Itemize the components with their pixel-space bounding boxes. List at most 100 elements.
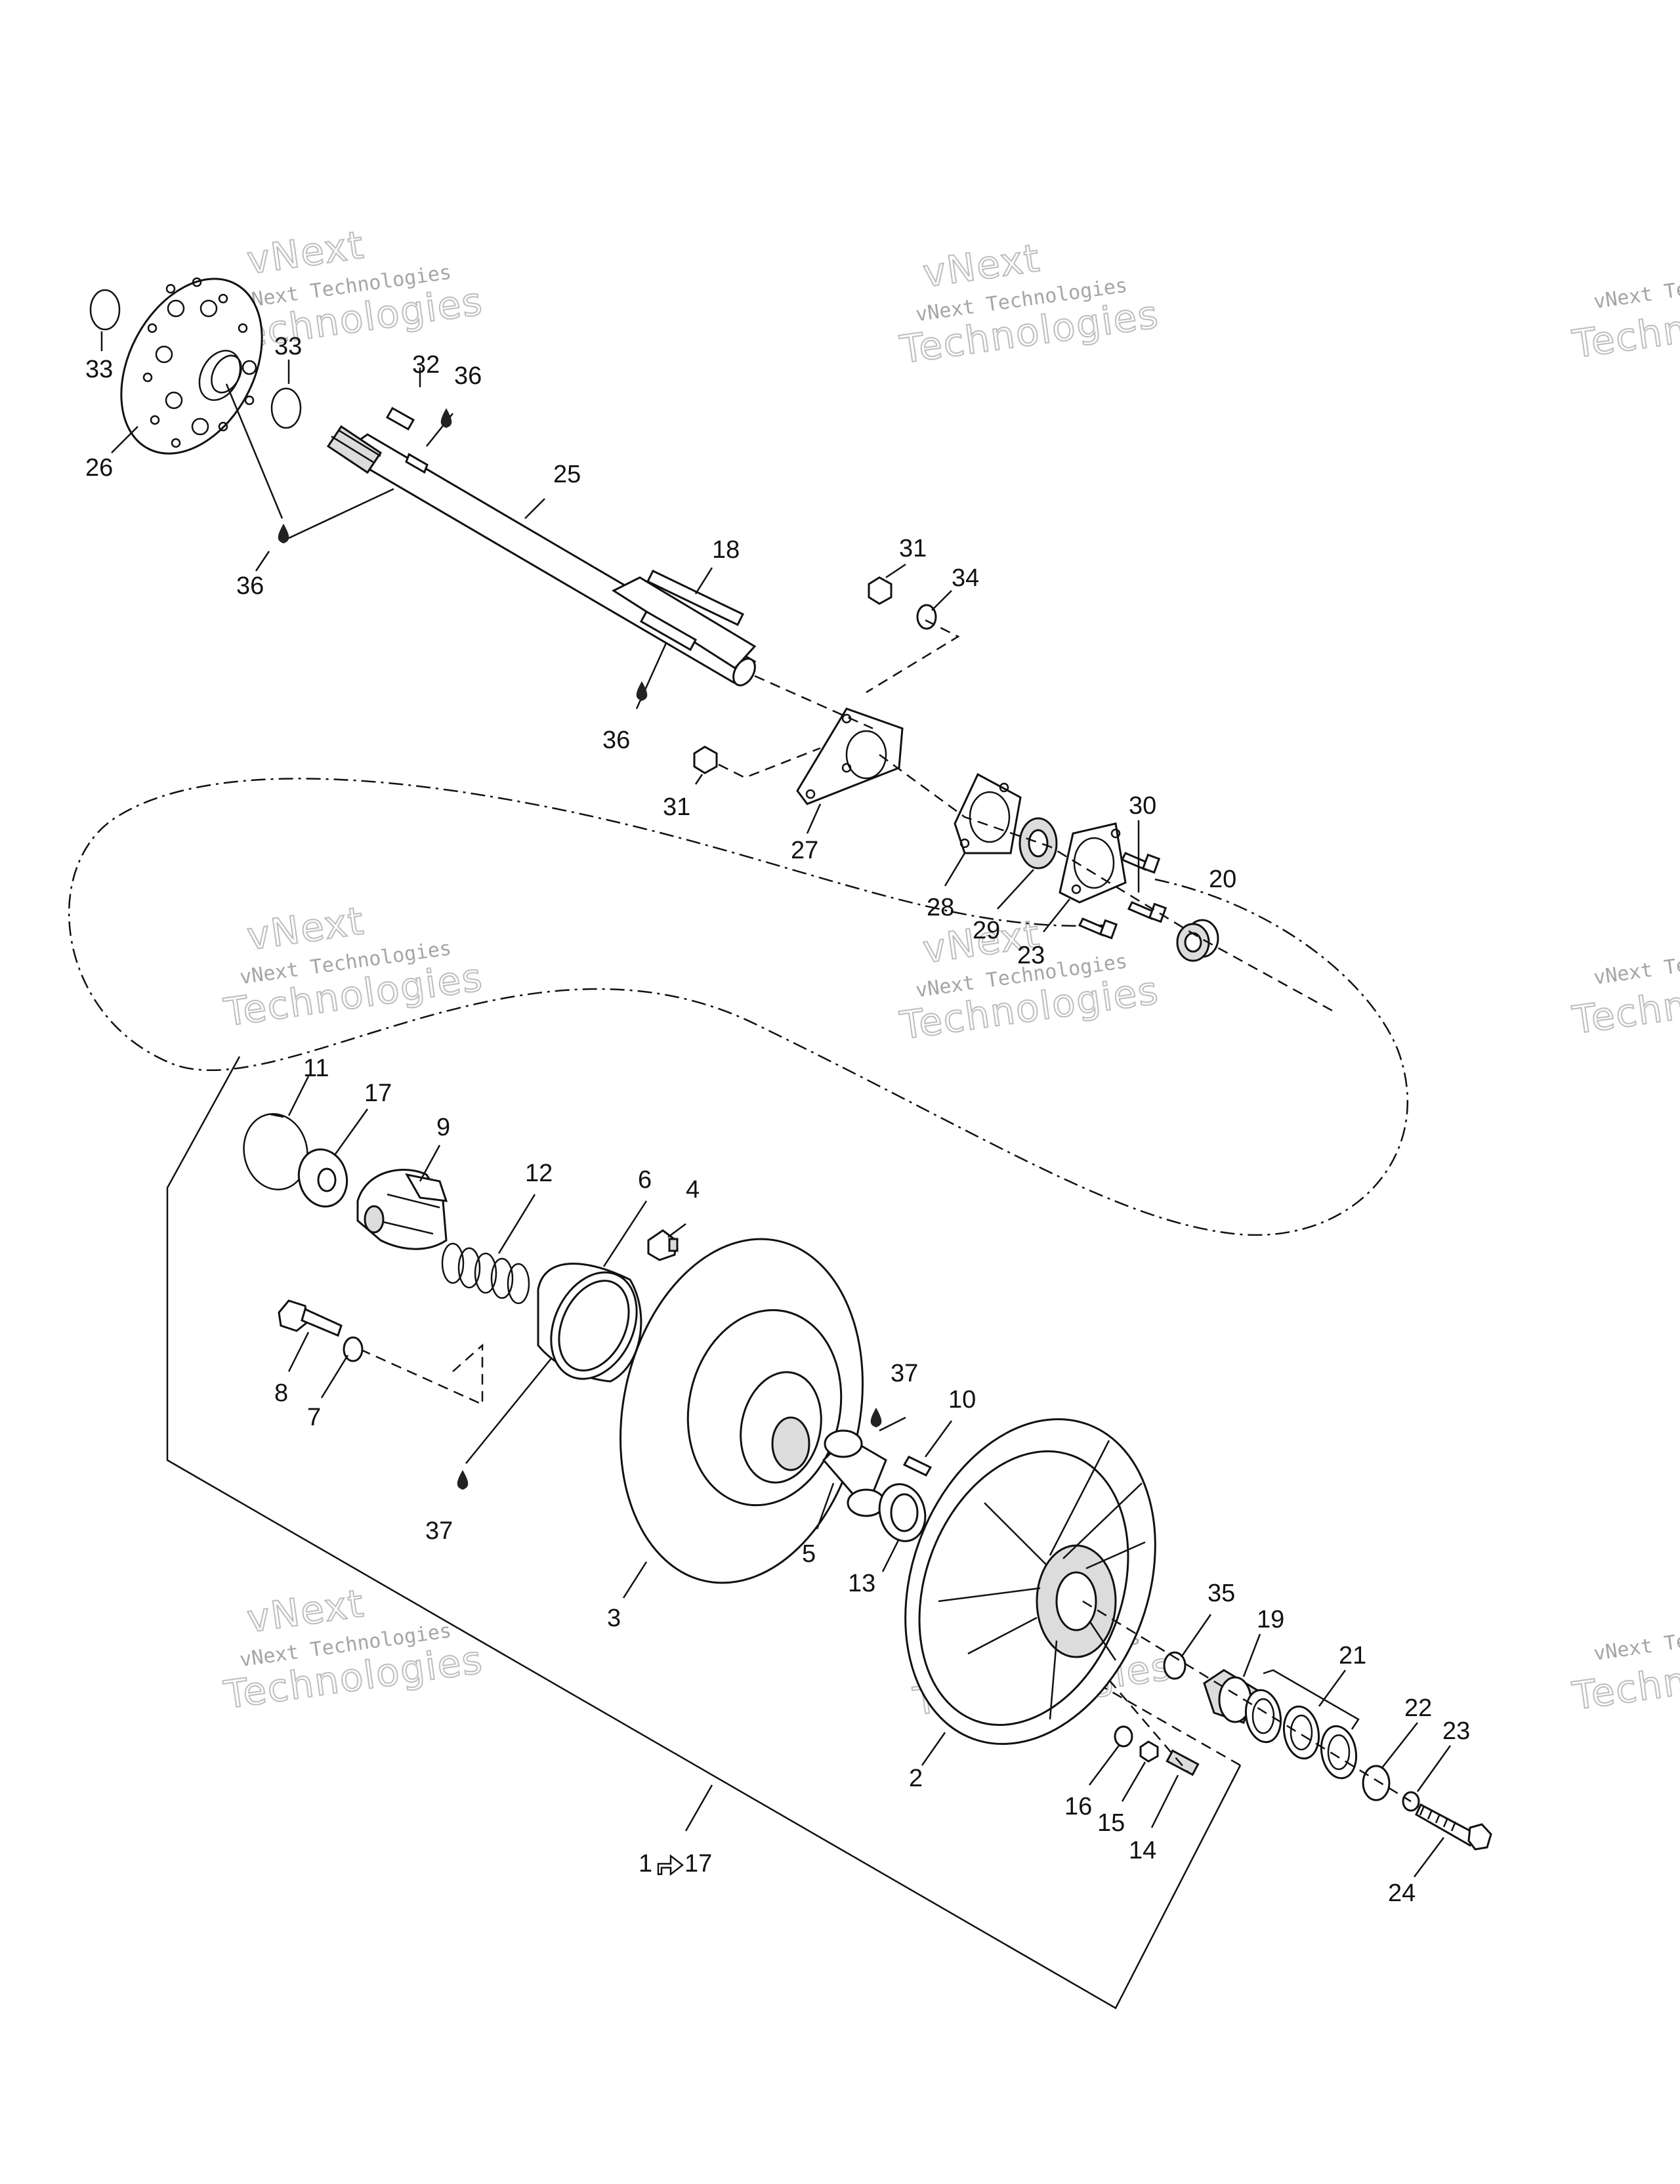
part-label-25: 25 [553, 461, 581, 488]
key-long [646, 570, 745, 626]
part-label-16: 16 [1064, 1793, 1092, 1820]
part-label-2: 2 [909, 1765, 923, 1792]
part-label-24: 24 [1388, 1880, 1416, 1907]
lubricant-drop-icon [278, 524, 289, 543]
part-label-26: 26 [85, 454, 113, 482]
watermark-technologies-partial: Techn [1570, 306, 1680, 367]
brake-disc [120, 277, 263, 455]
bearing-plate [796, 707, 904, 805]
part-label-37: 37 [891, 1360, 918, 1387]
part-label-20: 20 [1209, 866, 1236, 893]
part-label-17: 17 [364, 1080, 392, 1107]
lubricant-drop-icon [636, 681, 648, 701]
nut-lower [693, 746, 718, 774]
set-nut [1139, 1740, 1159, 1763]
lubricant-drop-icon [440, 408, 452, 428]
retaining-bolt [1415, 1803, 1492, 1851]
shim-bracket [1263, 1669, 1360, 1730]
part-label-11: 11 [303, 1055, 329, 1082]
watermark-technologies-partial: Techn [1570, 982, 1680, 1043]
shim-washers [1244, 1689, 1358, 1780]
ball-bearing [1018, 817, 1058, 870]
watermark-vnext: vNext [920, 236, 1043, 296]
part-label-7: 7 [307, 1404, 321, 1431]
lubricant-drop-icon [457, 1470, 469, 1490]
key-pin [902, 1456, 933, 1477]
part-label-29: 29 [973, 917, 1000, 944]
o-ring-right [270, 387, 302, 429]
circlip [243, 1113, 308, 1190]
part-label-21: 21 [1339, 1642, 1366, 1670]
watermark-text-partial: vNext Te [1592, 278, 1680, 314]
hand-arrow-icon [657, 1854, 684, 1876]
assembly-guide-lower [350, 1343, 1241, 1767]
part-label-30: 30 [1129, 792, 1156, 820]
part-label-27: 27 [791, 837, 818, 864]
drive-belt-outline [68, 778, 1409, 1236]
part-label-22: 22 [1404, 1694, 1432, 1722]
spring-cover [537, 1263, 642, 1383]
fixed-sheave [904, 1418, 1156, 1745]
part-label-3: 3 [607, 1605, 621, 1632]
assembly-guide-right [1082, 1600, 1412, 1803]
end-washer [1362, 1765, 1391, 1801]
spacer-washer [1163, 1651, 1186, 1680]
part-label-15: 15 [1097, 1809, 1125, 1837]
part-label-10: 10 [948, 1386, 976, 1414]
part-label-12: 12 [525, 1160, 553, 1187]
part-label-4: 4 [686, 1176, 700, 1204]
part-label-33: 33 [85, 356, 113, 383]
set-washer [1114, 1725, 1133, 1748]
flat-washer [878, 1483, 927, 1542]
thrust-washer [297, 1148, 348, 1208]
bushing [1176, 919, 1219, 962]
set-screw [1166, 1749, 1200, 1776]
lock-washer [343, 1336, 364, 1362]
part-label-36: 36 [602, 726, 630, 754]
part-labels: 33 33 26 36 32 36 25 18 31 34 36 31 27 3… [85, 333, 1470, 1907]
leader-lines-upper [100, 331, 1070, 933]
part-label-37: 37 [425, 1517, 453, 1545]
watermark-text-partial: vNext Te [1592, 954, 1680, 990]
part-label-28: 28 [927, 894, 954, 921]
watermark-text-partial: vNext Te [1592, 1629, 1680, 1666]
leader-lines-lower [287, 1076, 1452, 1878]
cam [356, 1169, 448, 1250]
part-label-1: 1 [639, 1850, 652, 1878]
part-label-19: 19 [1257, 1606, 1284, 1633]
part-label-13: 13 [848, 1570, 875, 1597]
part-label-23: 23 [1442, 1717, 1470, 1745]
flange-bolts [1078, 852, 1167, 940]
key-small [385, 406, 415, 431]
part-label-18: 18 [712, 536, 740, 564]
o-ring-left [89, 289, 121, 331]
part-label-31: 31 [899, 535, 927, 562]
watermark-vnext: vNext [244, 898, 367, 959]
part-label-34: 34 [952, 564, 979, 592]
part-label-8: 8 [274, 1379, 288, 1407]
slider-button [647, 1229, 679, 1261]
nut-top [868, 576, 892, 605]
lubricant-drop-icon [870, 1408, 882, 1427]
sheave-bushing [822, 1429, 887, 1517]
watermark-vnext: vNext [244, 222, 367, 283]
part-label-31: 31 [663, 793, 690, 821]
part-label-32: 32 [412, 351, 440, 379]
watermark-vnext: vNext [244, 1581, 367, 1641]
part-label-36: 36 [454, 362, 482, 390]
part-label-36: 36 [236, 572, 264, 600]
part-label-1-ref: 17 [684, 1850, 712, 1878]
part-label-23: 23 [1017, 942, 1045, 969]
part-label-9: 9 [436, 1114, 450, 1141]
watermark-technologies-partial: Techn [1570, 1658, 1680, 1719]
spring [441, 1242, 530, 1305]
sliding-sheave [620, 1238, 864, 1584]
bearing-flange-right [1059, 822, 1127, 904]
driven-shaft [326, 425, 757, 686]
part-label-14: 14 [1129, 1837, 1156, 1864]
cap-screw [278, 1299, 343, 1337]
bearing-flange-left [954, 772, 1022, 854]
part-label-35: 35 [1208, 1580, 1235, 1607]
assembly-guide-lines [718, 619, 1333, 1012]
